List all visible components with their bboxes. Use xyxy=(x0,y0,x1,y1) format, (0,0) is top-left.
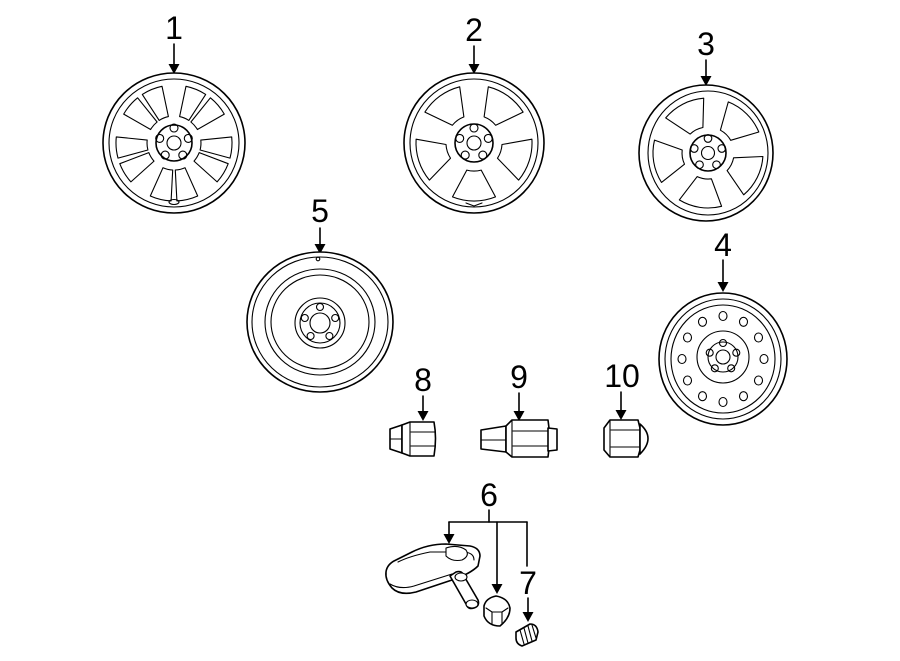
wheel-1[interactable] xyxy=(102,43,246,214)
callout-3: 3 xyxy=(697,26,715,62)
wheel-window xyxy=(726,155,764,196)
callout-5: 5 xyxy=(311,193,329,229)
lug-nut-8[interactable] xyxy=(389,395,437,457)
callout-6: 6 xyxy=(480,477,498,513)
wheel-window xyxy=(678,176,723,209)
vent-hole xyxy=(759,353,769,365)
wheel-window xyxy=(415,138,452,181)
vent-hole xyxy=(682,332,693,343)
wheel-window xyxy=(174,167,199,202)
wheel-window xyxy=(123,97,158,131)
callout-8: 8 xyxy=(414,362,432,398)
wheel-3[interactable] xyxy=(638,59,774,222)
vent-hole xyxy=(697,316,708,327)
vent-hole xyxy=(677,353,687,365)
wheel-window xyxy=(119,152,155,183)
callout-1: 1 xyxy=(165,10,183,46)
wheel-window xyxy=(483,86,524,126)
vent-hole xyxy=(753,332,764,343)
wheel-4[interactable] xyxy=(658,259,788,426)
vent-hole xyxy=(682,375,693,386)
lug-nut-9[interactable] xyxy=(480,392,558,458)
wheel-window xyxy=(451,169,497,202)
wheel-window xyxy=(179,85,207,121)
vent-hole xyxy=(738,316,749,327)
lug-nut-10[interactable] xyxy=(603,391,649,458)
wheel-window xyxy=(652,139,686,183)
callout-9: 9 xyxy=(510,359,528,395)
wheel-2[interactable] xyxy=(403,45,545,214)
wheel-window xyxy=(193,152,229,183)
wheel-window xyxy=(115,136,149,159)
wheel-window xyxy=(190,97,225,131)
wheel-window xyxy=(496,138,533,181)
callout-7: 7 xyxy=(519,565,537,601)
vent-hole xyxy=(718,396,728,408)
vent-hole xyxy=(718,310,728,322)
vent-hole xyxy=(738,391,749,402)
wheel-window xyxy=(199,136,233,159)
callout-4: 4 xyxy=(714,227,732,263)
callout-2: 2 xyxy=(465,12,483,48)
wheel-window xyxy=(424,86,465,126)
wheel-5-spare[interactable] xyxy=(246,227,394,393)
valve-cap-7[interactable] xyxy=(515,597,539,647)
wheel-window xyxy=(141,85,169,121)
callout-10: 10 xyxy=(604,358,640,394)
wheel-window xyxy=(665,97,705,135)
wheel-window xyxy=(719,101,760,141)
vent-hole xyxy=(697,391,708,402)
tpms-sensor-6[interactable] xyxy=(385,509,528,627)
vent-hole xyxy=(753,375,764,386)
